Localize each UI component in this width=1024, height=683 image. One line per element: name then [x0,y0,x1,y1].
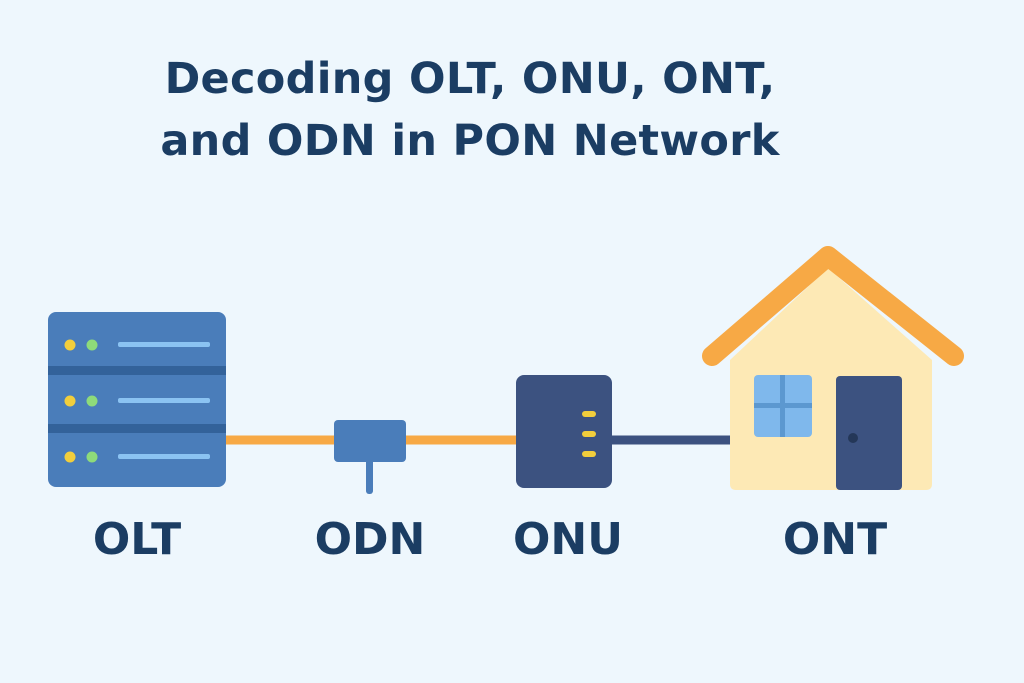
label-odn: ODN [314,514,426,565]
door-icon [836,376,902,490]
network-unit-icon [516,375,612,488]
splitter-icon [334,420,406,494]
title-line-1: Decoding OLT, ONU, ONT, [164,54,776,104]
label-onu: ONU [513,514,623,565]
title-line-2: and ODN in PON Network [160,116,780,166]
server-rack-icon [48,312,226,487]
label-olt: OLT [92,514,182,565]
page-title: Decoding OLT, ONU, ONT, and ODN in PON N… [100,48,840,172]
house-icon [702,246,964,490]
label-ont: ONT [782,514,888,565]
